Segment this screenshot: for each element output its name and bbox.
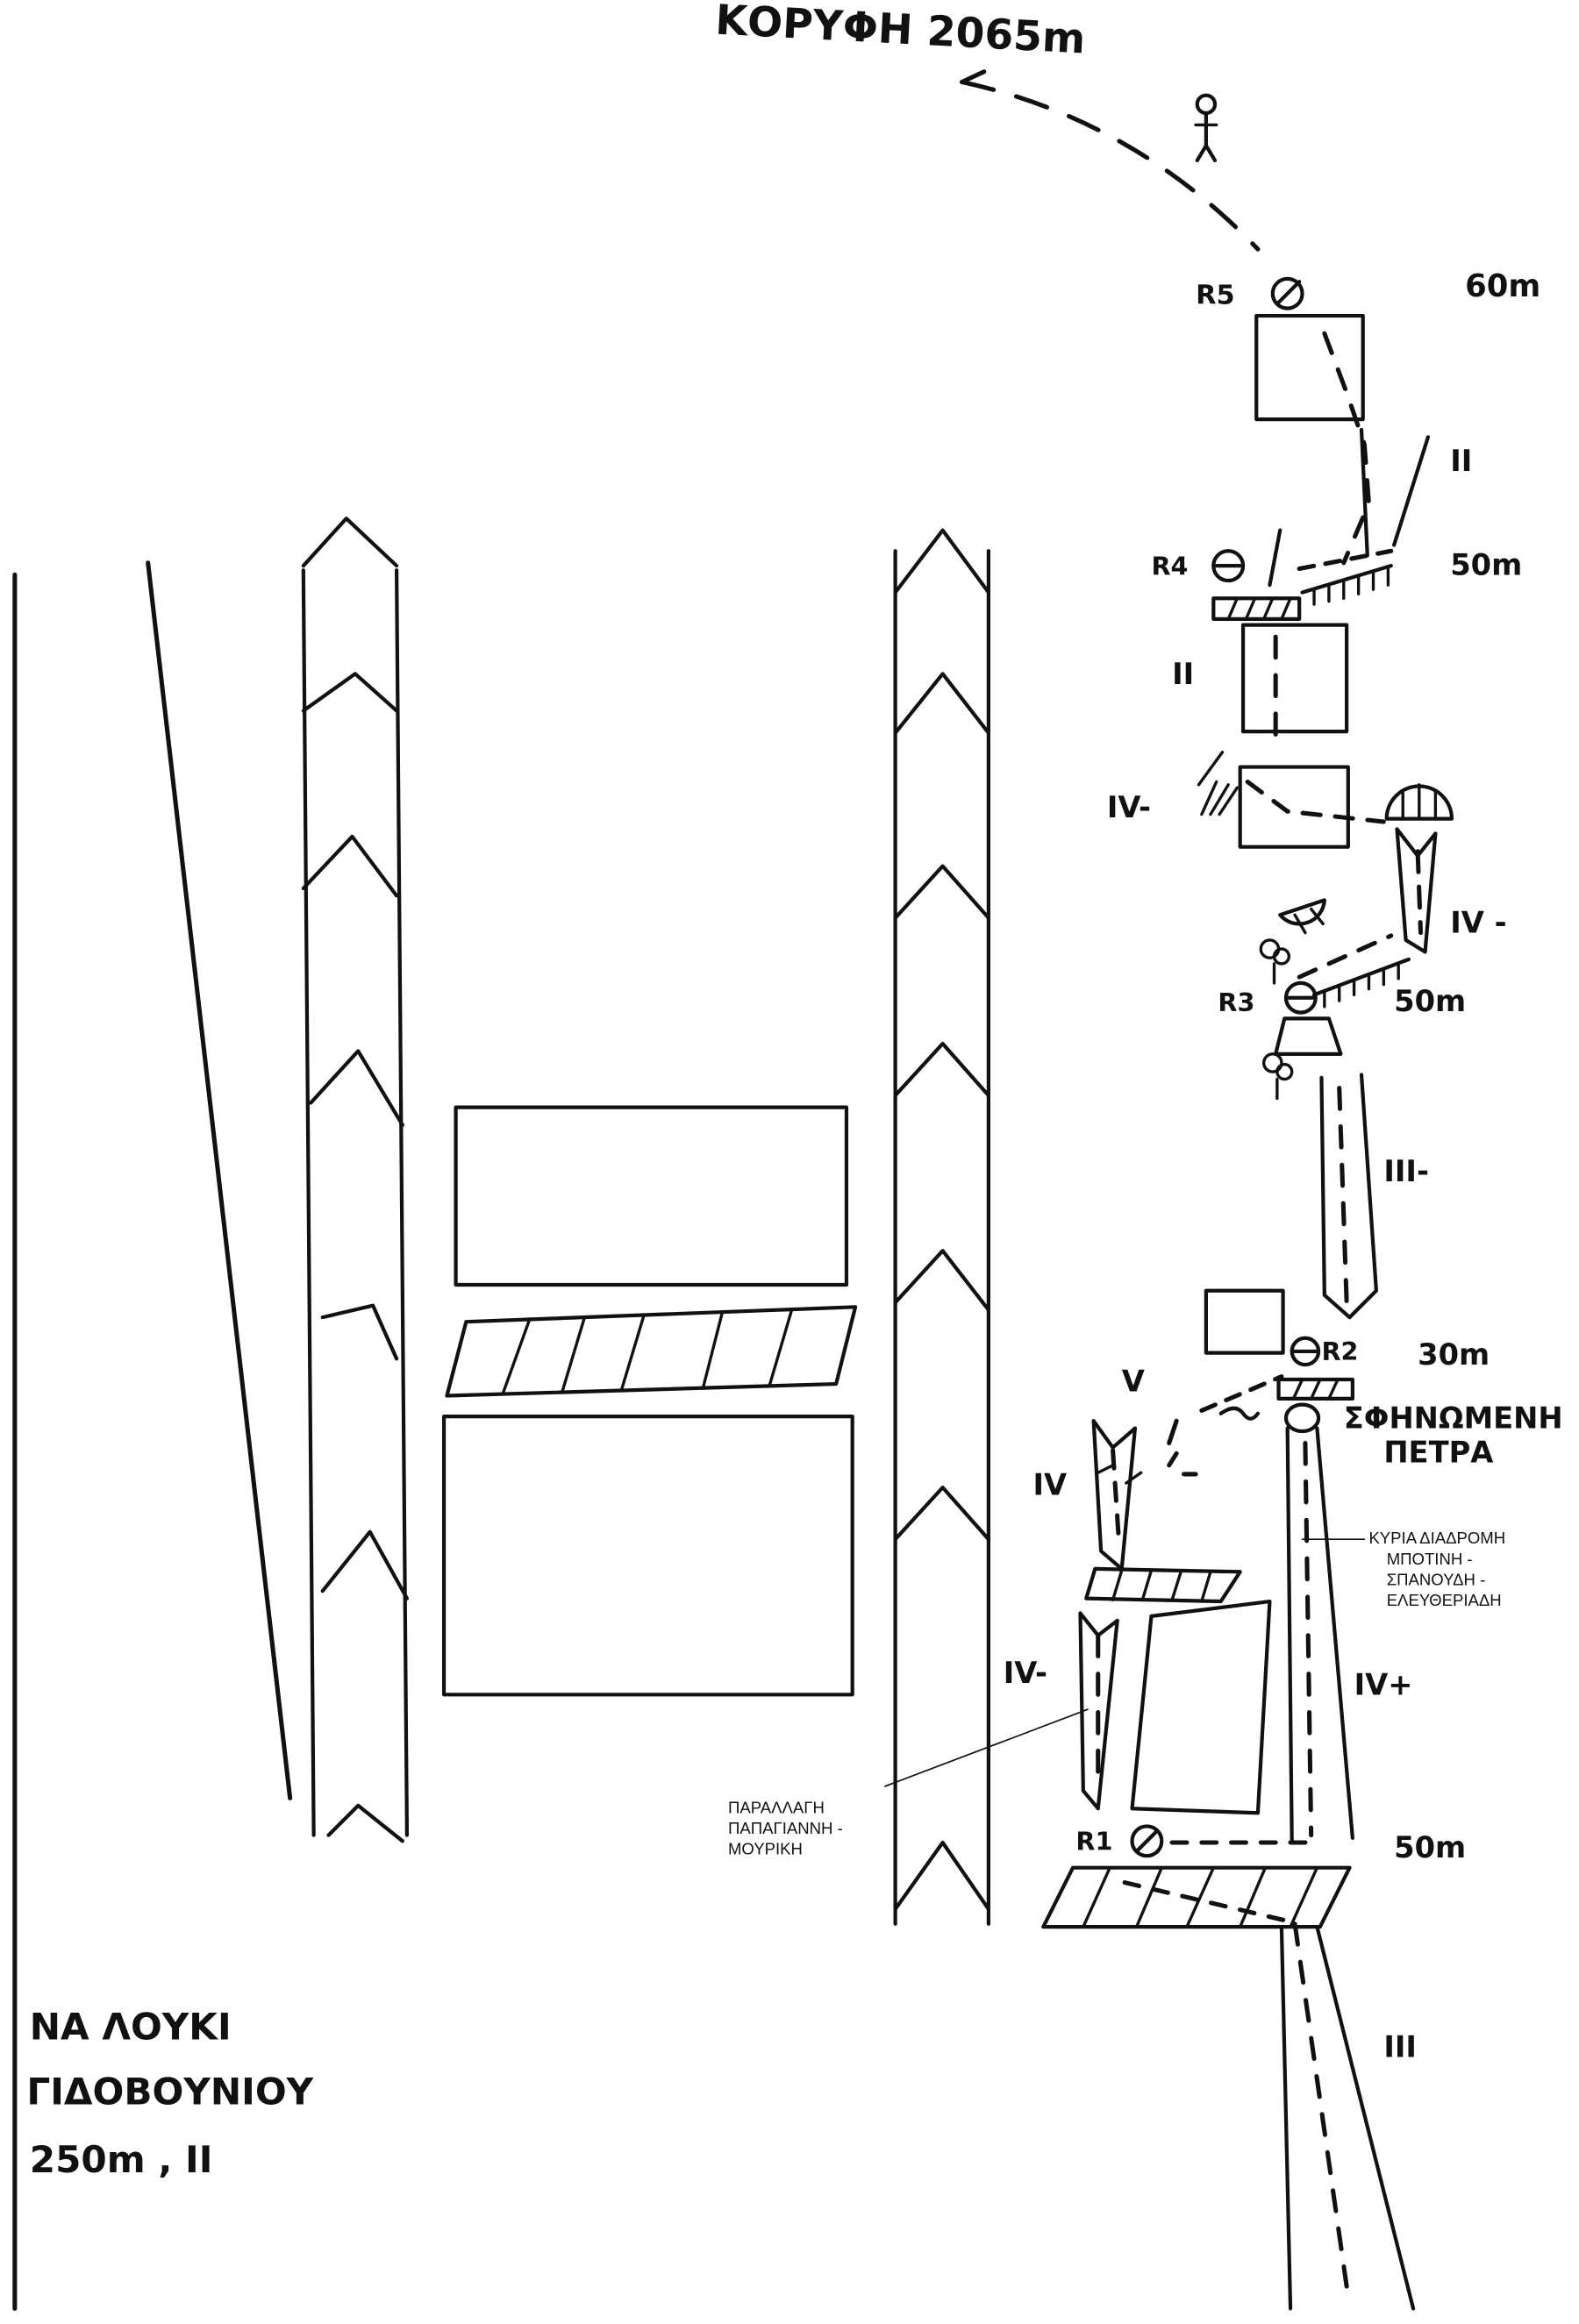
- belay-r4-length: 50m: [1450, 547, 1522, 581]
- grade-v: V: [1122, 1364, 1145, 1398]
- left-column: [301, 517, 410, 1843]
- route-v-piton: [1218, 1406, 1261, 1421]
- belay-r1-label: R1: [1075, 1826, 1112, 1856]
- grade-r3-upper: IV -: [1450, 906, 1506, 940]
- small-tree-icon-2: [1261, 1052, 1294, 1101]
- belay-r1-icon: [1130, 1824, 1164, 1858]
- grade-r5-r4: II: [1450, 444, 1472, 478]
- belay-r1-length: 50m: [1394, 1830, 1466, 1864]
- stone-label-line2: ΠΕΤΡΑ: [1383, 1435, 1493, 1469]
- belay-r4-icon: [1211, 549, 1246, 583]
- route-left-dashes: [1167, 1418, 1198, 1477]
- grade-r3-r2: III-: [1383, 1154, 1429, 1188]
- route-traverse: [1245, 779, 1386, 824]
- belay-r5-length: 60m: [1465, 268, 1540, 304]
- main-route-column: [1285, 1426, 1355, 1845]
- belay-r5-label: R5: [1196, 281, 1235, 311]
- grade-left-upper: IV: [1033, 1468, 1068, 1502]
- belay-r5-icon: [1270, 276, 1304, 310]
- grade-left-lower: IV-: [1004, 1656, 1047, 1690]
- grade-r4-ledge: II: [1172, 657, 1194, 691]
- block-r3: [1274, 1016, 1343, 1056]
- belay-r4-label: R4: [1151, 551, 1188, 581]
- bush-icon: [1197, 751, 1239, 816]
- overhang-r3: [1311, 957, 1411, 1009]
- upper-block: [454, 1105, 849, 1287]
- route-name-line1: ΝΑ ΛΟΥΚΙ: [30, 2005, 232, 2048]
- chimney-r3-r2: [1319, 1073, 1378, 1320]
- route-name-line3: 250m , II: [30, 2138, 213, 2181]
- dihedral-left-lower: [1078, 1611, 1119, 1811]
- route-r4-traverse: [1297, 548, 1394, 572]
- shrub-icon: [1278, 898, 1326, 935]
- variation-line1: ΠΑΡΑΛΛΑΓΗ: [728, 1798, 825, 1816]
- main-route-line1: ΚΥΡΙΑ ΔΙΑΔΡΟΜΗ: [1368, 1529, 1505, 1547]
- wall-diagonal-line: [146, 560, 293, 1800]
- block-r4: [1240, 623, 1349, 734]
- dihedral-left-upper: [1091, 1419, 1143, 1572]
- ledge-variation: [1084, 1566, 1242, 1604]
- approach-column: [1279, 1921, 1416, 2311]
- belay-r2-icon: [1290, 1336, 1321, 1367]
- stone-label-line1: ΣΦΗΝΩΜΕΝΗ: [1344, 1401, 1563, 1436]
- belay-r3-length: 50m: [1394, 984, 1466, 1018]
- ledge-r4: [1211, 596, 1302, 621]
- lower-block: [441, 1415, 854, 1697]
- variation-leader: [883, 1708, 1089, 1787]
- belay-r2-label: R2: [1321, 1337, 1358, 1366]
- block-r5: [1254, 313, 1365, 422]
- overhang-r4: [1300, 564, 1393, 606]
- grade-approach: III: [1383, 2030, 1417, 2064]
- main-route-line4: ΕΛΕΥΘΕΡΙΑΔΗ: [1387, 1591, 1502, 1609]
- main-route-line2: ΜΠΟΤΙΝΗ -: [1387, 1550, 1473, 1568]
- route-r3-upper: [1297, 933, 1394, 980]
- belay-r3-label: R3: [1218, 987, 1254, 1017]
- route-v-traverse: [1199, 1374, 1284, 1413]
- hatched-band: [445, 1305, 858, 1398]
- variation-line3: ΜΟΥΡΙΚΗ: [728, 1840, 803, 1858]
- dihedral-upper: [1395, 827, 1438, 954]
- tree-belay-icon: [1384, 783, 1454, 821]
- small-tree-icon: [1259, 938, 1291, 985]
- right-column: [893, 528, 991, 1926]
- ledge-r2: [1276, 1377, 1355, 1401]
- block-r2: [1204, 1288, 1285, 1355]
- block-traverse: [1238, 765, 1350, 849]
- variation-line2: ΠΑΠΑΓΙΑΝΝΗ -: [728, 1819, 843, 1837]
- climber-icon: [1194, 93, 1218, 163]
- main-route-line3: ΣΠΑΝΟΥΔΗ -: [1387, 1570, 1486, 1588]
- belay-r3-icon: [1283, 980, 1318, 1015]
- ledge-r1: [1041, 1865, 1352, 1929]
- belay-r2-length: 30m: [1418, 1337, 1490, 1372]
- route-name-line2: ΓΙΔΟΒΟΥΝΙΟΥ: [26, 2071, 313, 2114]
- block-r1-area: [1130, 1599, 1272, 1815]
- grade-ledge-left: IV-: [1107, 790, 1151, 824]
- wedged-stone-icon: [1283, 1402, 1321, 1434]
- summit-label: ΚΟΡΥΦΗ 2065m: [714, 0, 1087, 64]
- summit-path: [960, 79, 1261, 252]
- grade-main: IV+: [1354, 1667, 1413, 1701]
- route-r5-r4: [1322, 331, 1371, 566]
